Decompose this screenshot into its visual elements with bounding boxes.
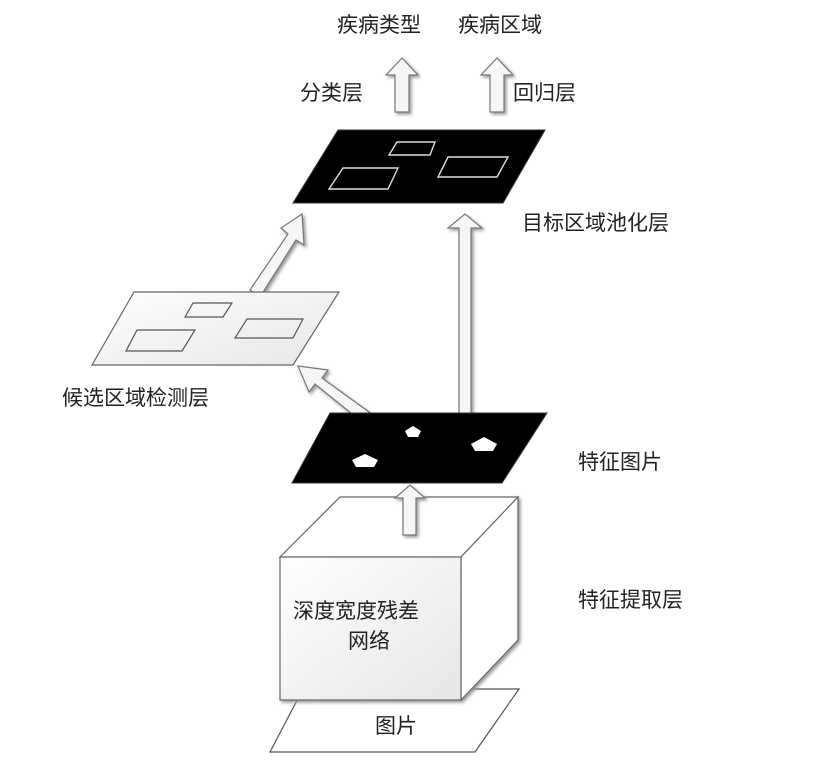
- feature-point: [352, 454, 378, 467]
- region-proposal-layer-label: 候选区域检测层: [62, 386, 209, 410]
- feature-map-label: 特征图片: [578, 450, 662, 474]
- output-disease-type: 疾病类型: [337, 13, 421, 37]
- proposal-to-roi-arrow: [249, 212, 305, 298]
- cube-to-feature-arrow: [393, 484, 427, 536]
- classification-layer-label: 分类层: [300, 81, 363, 105]
- network-name-line1: 深度宽度残差: [293, 599, 419, 623]
- feature-to-roi-arrow: [446, 213, 484, 433]
- output-disease-region: 疾病区域: [458, 13, 542, 37]
- feature-point: [471, 437, 497, 451]
- input-image-label: 图片: [375, 714, 417, 738]
- feature-extraction-cube: [278, 495, 520, 702]
- roi-pooling-plane: [292, 129, 546, 204]
- region-proposal-plane: [90, 291, 341, 366]
- classification-arrow: [384, 57, 420, 113]
- feature-map-plane: [291, 412, 548, 484]
- feature-extraction-layer-label: 特征提取层: [578, 588, 683, 612]
- feature-point: [405, 426, 421, 437]
- network-name-line2: 网络: [348, 629, 390, 653]
- roi-pooling-layer-label: 目标区域池化层: [522, 211, 669, 235]
- regression-layer-label: 回归层: [513, 81, 576, 105]
- regression-arrow: [479, 57, 515, 113]
